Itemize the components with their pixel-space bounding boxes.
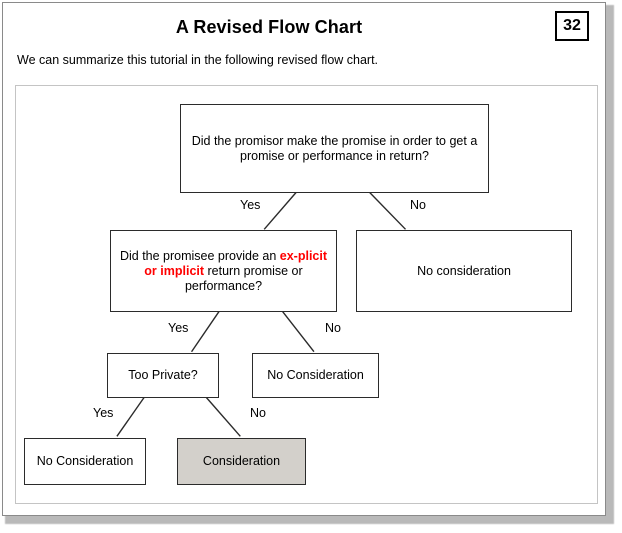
flow-node-root-question[interactable]: Did the promisor make the promise in ord… [180, 104, 489, 193]
page-number-badge: 32 [555, 11, 589, 41]
edge-tooprivate-no [204, 396, 241, 437]
slide-card: 32 A Revised Flow Chart We can summarize… [2, 2, 606, 516]
flow-node-no-consideration-3[interactable]: No Consideration [24, 438, 146, 485]
edge-root-no [369, 192, 407, 230]
edge-label-root-no: No [410, 198, 426, 212]
edge-tooprivate-yes [116, 396, 146, 437]
edge-label-tooprivate-yes: Yes [93, 406, 114, 420]
promisee-text-before: Did the promisee provide an [119, 248, 280, 263]
flow-node-too-private-question[interactable]: Too Private? [107, 353, 219, 398]
page-title: A Revised Flow Chart [175, 17, 363, 37]
promisee-text-highlight: ex-plicit or implicit [144, 248, 328, 278]
edge-root-yes [263, 192, 297, 230]
flowchart-connectors [116, 192, 407, 437]
edge-promisee-no [281, 310, 315, 353]
edge-label-root-yes: Yes [240, 198, 261, 212]
flow-node-consideration-label: Consideration [202, 454, 281, 468]
flow-node-promisee-question[interactable]: Did the promisee provide an ex-plicit or… [110, 230, 337, 312]
flow-node-root-label: Did the promisor make the promise in ord… [191, 133, 478, 163]
edge-label-tooprivate-no: No [250, 406, 266, 420]
flow-node-promisee-label: Did the promisee provide an ex-plicit or… [117, 249, 330, 294]
flow-node-no-consideration-3-label: No Consideration [36, 454, 134, 468]
flow-node-consideration[interactable]: Consideration [177, 438, 306, 485]
flow-node-no-consideration-1[interactable]: No consideration [356, 230, 572, 312]
flow-node-no-consideration-2-label: No Consideration [267, 368, 364, 382]
flowchart-panel: Did the promisor make the promise in ord… [15, 85, 598, 504]
edge-promisee-yes [190, 310, 220, 353]
flow-node-no-consideration-1-label: No consideration [417, 263, 511, 278]
flow-node-too-private-label: Too Private? [128, 368, 198, 382]
edge-label-promisee-no: No [325, 321, 341, 335]
flow-node-no-consideration-2[interactable]: No Consideration [252, 353, 379, 398]
edge-label-promisee-yes: Yes [168, 321, 189, 335]
promisee-text-after: return promise or performance? [184, 263, 303, 293]
page-subtitle: We can summarize this tutorial in the fo… [17, 53, 379, 67]
